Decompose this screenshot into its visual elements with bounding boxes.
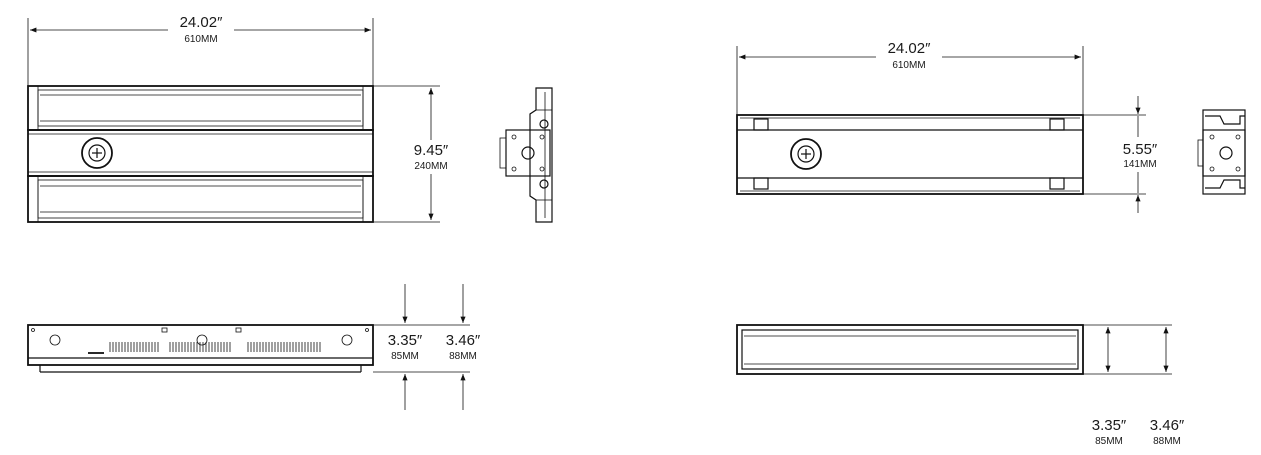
- width-left-in: 24.02″: [180, 14, 224, 31]
- height-left-mm: 240MM: [414, 161, 447, 172]
- end-view-left: [499, 87, 553, 223]
- vent-slots: [88, 342, 321, 354]
- side-left-b-mm: 88MM: [449, 351, 477, 362]
- height-right-in: 5.55″: [1123, 141, 1158, 158]
- sensor-icon-right: [790, 138, 822, 170]
- side-right-a-mm: 85MM: [1095, 436, 1123, 447]
- side-view-left: 3.35″ 85MM 3.46″ 88MM: [27, 284, 484, 410]
- width-right-in: 24.02″: [888, 40, 932, 57]
- side-right-b-mm: 88MM: [1153, 436, 1181, 447]
- height-right-mm: 141MM: [1123, 159, 1156, 170]
- side-right-b-in: 3.46″: [1150, 417, 1185, 434]
- side-left-a-in: 3.35″: [388, 332, 423, 349]
- width-left-mm: 610MM: [184, 34, 217, 45]
- side-left-b-in: 3.46″: [446, 332, 481, 349]
- front-view-right: 24.02″ 610MM 5.55″ 141MM: [736, 38, 1158, 213]
- side-view-right: 3.35″ 85MM 3.46″ 88MM: [736, 324, 1185, 447]
- side-right-a-in: 3.35″: [1092, 417, 1127, 434]
- width-right-mm: 610MM: [892, 60, 925, 71]
- front-view-left: 24.02″ 610MM 9.45″ 240MM: [27, 12, 462, 223]
- sensor-icon: [81, 137, 113, 169]
- height-left-in: 9.45″: [414, 142, 449, 159]
- end-view-right: [1197, 109, 1246, 195]
- side-left-a-mm: 85MM: [391, 351, 419, 362]
